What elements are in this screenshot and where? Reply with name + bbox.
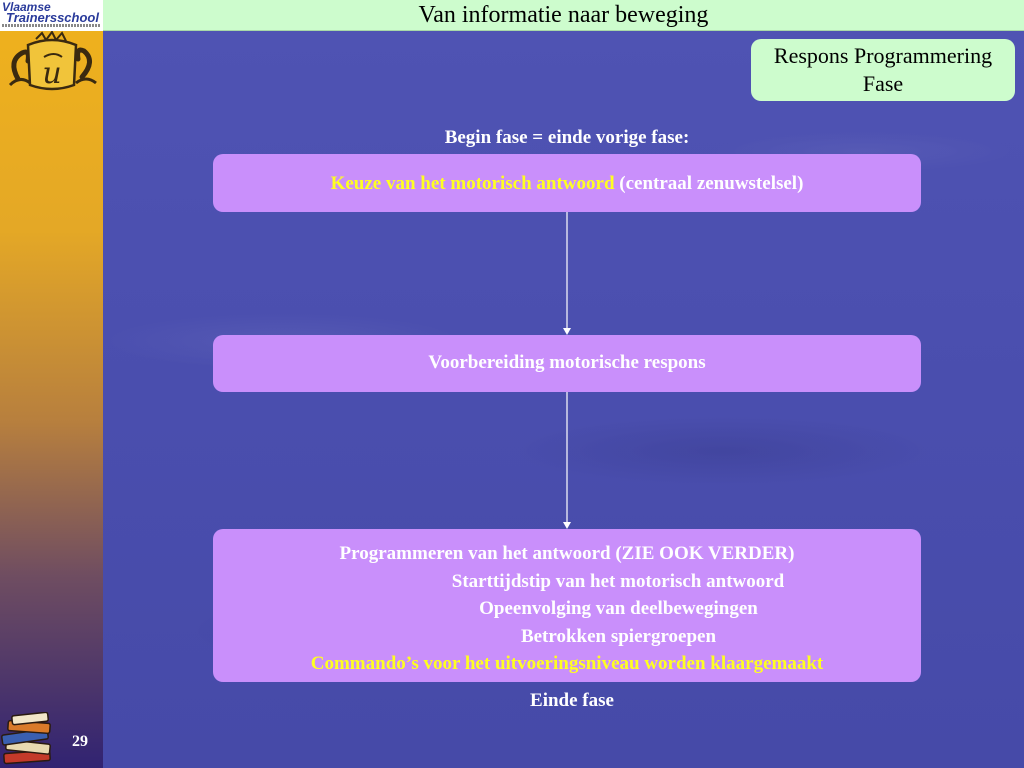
books-icon [1, 712, 51, 765]
phase-badge-line-1: Respons Programmering [773, 43, 993, 68]
programming-line-5: Commando’s voor het uitvoeringsniveau wo… [310, 653, 824, 674]
phase-badge: Respons Programmering Fase [751, 39, 1015, 101]
logo: Vlaamse Trainersschool [0, 0, 103, 31]
programming-line-3: Opeenvolging van deelbewegingen [479, 598, 758, 619]
title-bar: Van informatie naar beweging [103, 0, 1024, 31]
end-phase-label: Einde fase [530, 690, 614, 711]
preparation-box-text: Voorbereiding motorische respons [428, 352, 706, 373]
logo-line-2: Trainersschool [6, 10, 99, 25]
preparation-box: Voorbereiding motorische respons [213, 335, 921, 392]
choice-box: Keuze van het motorisch antwoord (centra… [213, 154, 921, 212]
programming-line-1: Programmeren van het antwoord (ZIE OOK V… [339, 543, 795, 564]
sidebar: Vlaamse Trainersschool u 29 [0, 0, 103, 768]
phase-badge-line-2: Fase [862, 71, 904, 96]
programming-line-4: Betrokken spiergroepen [520, 625, 717, 647]
choice-box-highlight: Keuze van het motorisch antwoord [330, 173, 615, 194]
logo-line-1: Vlaamse [2, 0, 51, 14]
page-number: 29 [72, 733, 88, 750]
logo-tagline-decoration [2, 24, 101, 27]
begin-phase-label: Begin fase = einde vorige fase: [444, 127, 690, 148]
choice-box-rest: (centraal zenuwstelsel) [614, 173, 804, 194]
slide-title: Van informatie naar beweging [418, 2, 709, 28]
programming-box: Programmeren van het antwoord (ZIE OOK V… [213, 529, 921, 682]
mascot-letter: u [42, 56, 61, 91]
programming-line-2: Starttijdstip van het motorisch antwoord [451, 570, 785, 592]
mascot-icon: u [8, 31, 97, 91]
